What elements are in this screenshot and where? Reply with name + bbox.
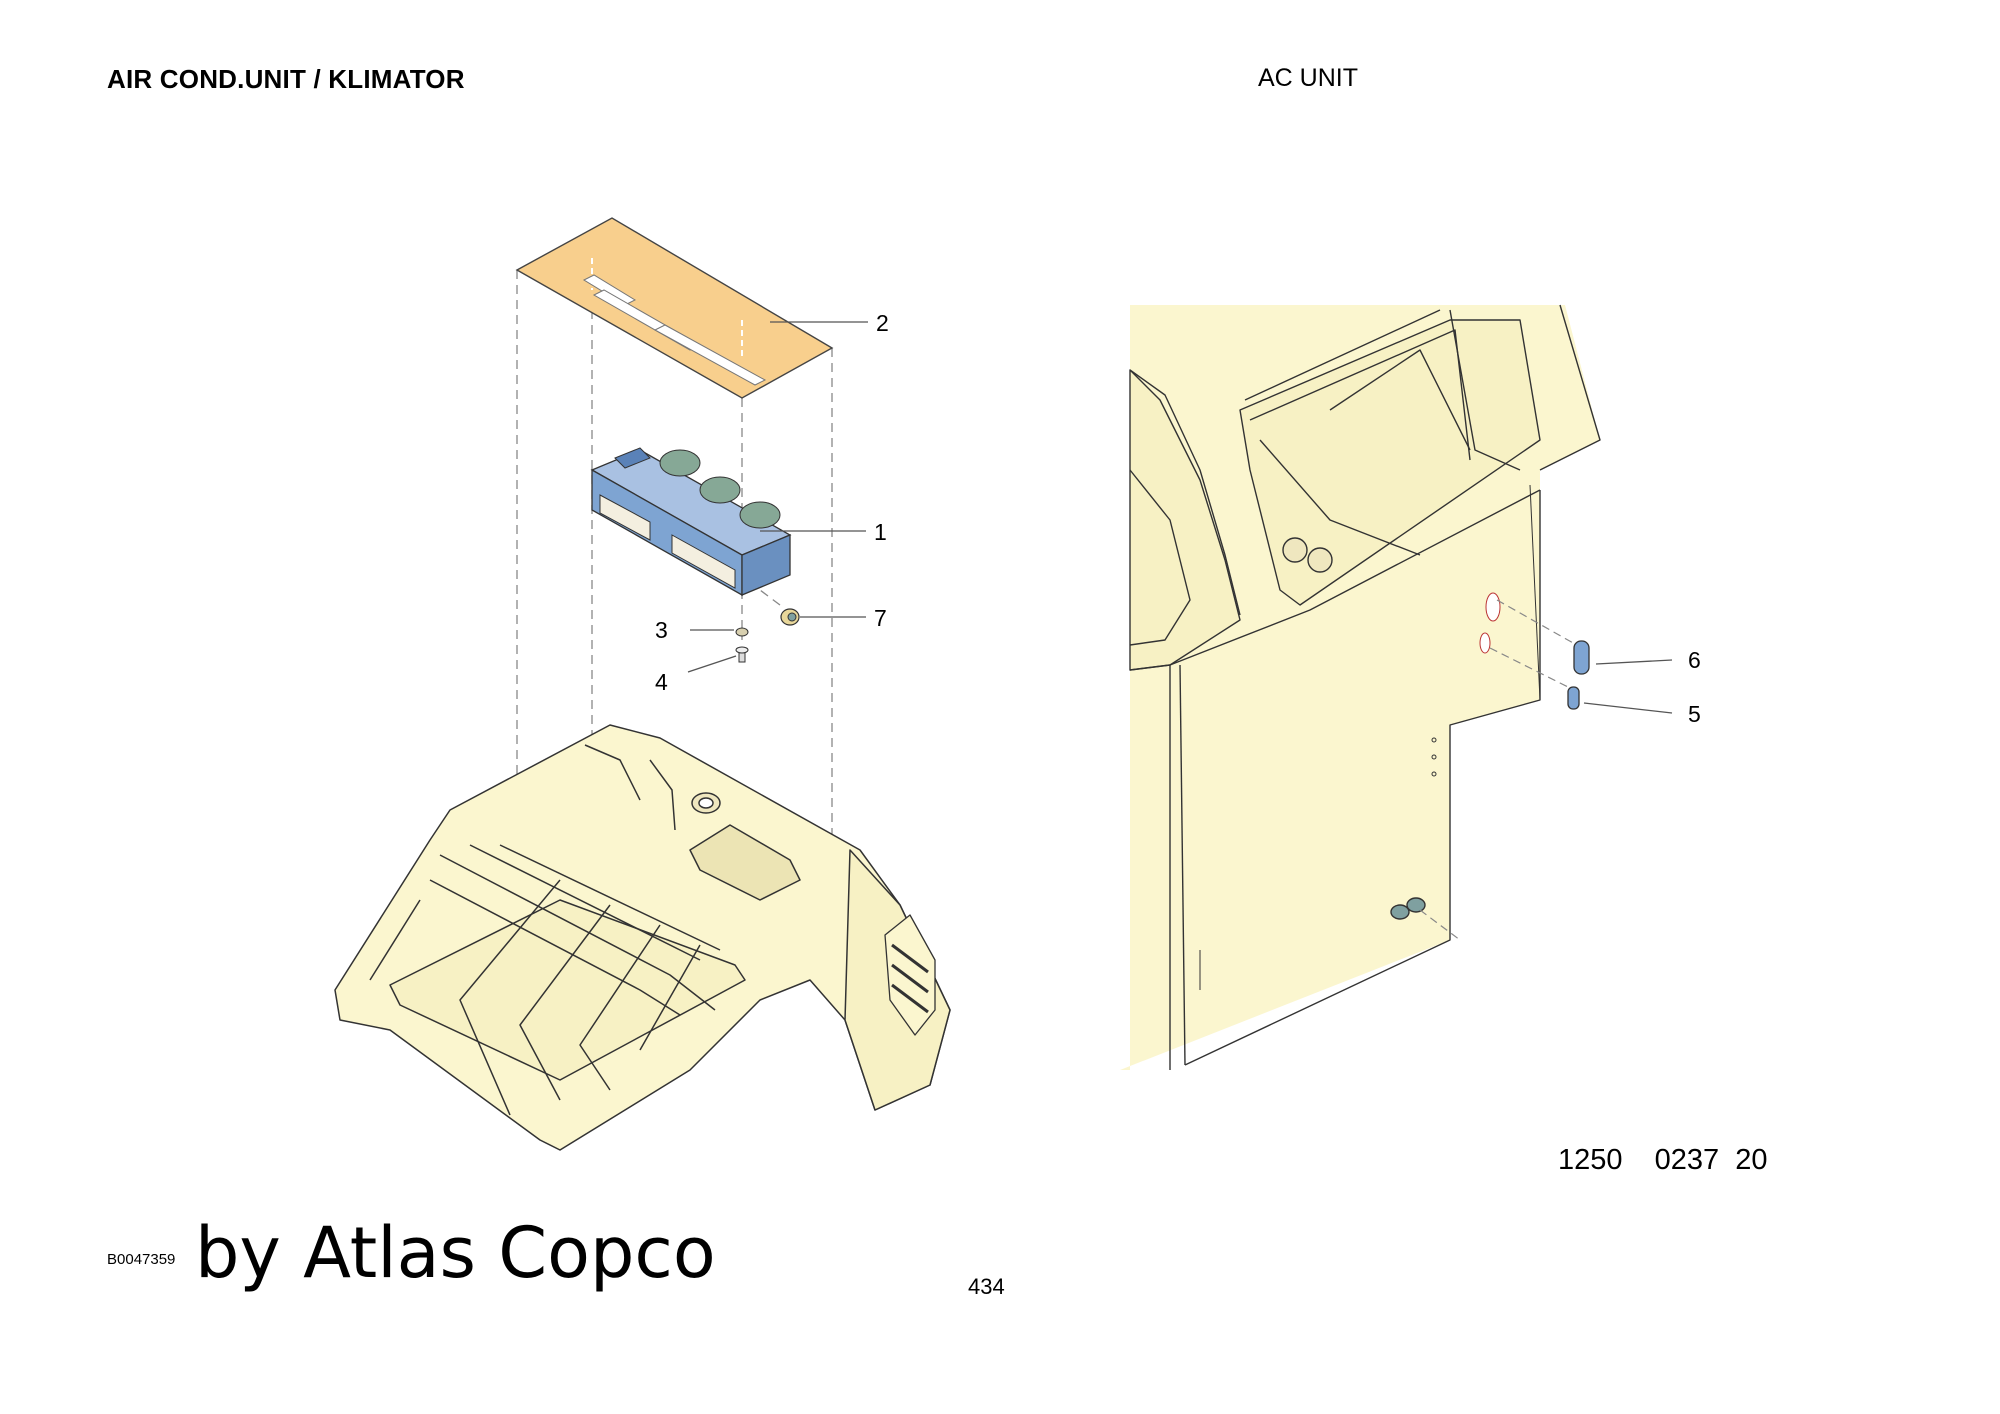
insulation-mat: [515, 217, 834, 399]
callout-2: 2: [876, 310, 889, 336]
right-cab-side-view: [1120, 304, 1601, 1070]
callout-3: 3: [655, 617, 668, 643]
leader-lines: [687, 321, 1673, 714]
page-number: 434: [968, 1274, 1005, 1299]
screw: [735, 646, 749, 663]
pipe-connectors: [1390, 897, 1426, 920]
large-grommet: [1573, 640, 1590, 675]
callout-5: 5: [1688, 701, 1701, 727]
callout-6: 6: [1688, 647, 1701, 673]
section-title: AC UNIT: [1258, 64, 1358, 92]
document-code: B0047359: [107, 1251, 176, 1268]
brand-text: by Atlas Copco: [195, 1212, 716, 1294]
callout-labels: 2 1 7 3 4 6 5: [655, 310, 1701, 727]
page-title: AIR COND.UNIT / KLIMATOR: [107, 64, 465, 94]
callout-1: 1: [874, 519, 887, 545]
hose-fitting: [780, 608, 800, 626]
left-assembly-view: [334, 217, 951, 1151]
callout-7: 7: [874, 605, 887, 631]
washer: [735, 627, 749, 637]
callout-4: 4: [655, 669, 668, 695]
drawing-number: 1250 0237 20: [1558, 1144, 1768, 1176]
cab-roof-frame: [334, 724, 951, 1151]
small-grommet: [1567, 686, 1580, 710]
air-conditioning-unit: [590, 447, 792, 597]
